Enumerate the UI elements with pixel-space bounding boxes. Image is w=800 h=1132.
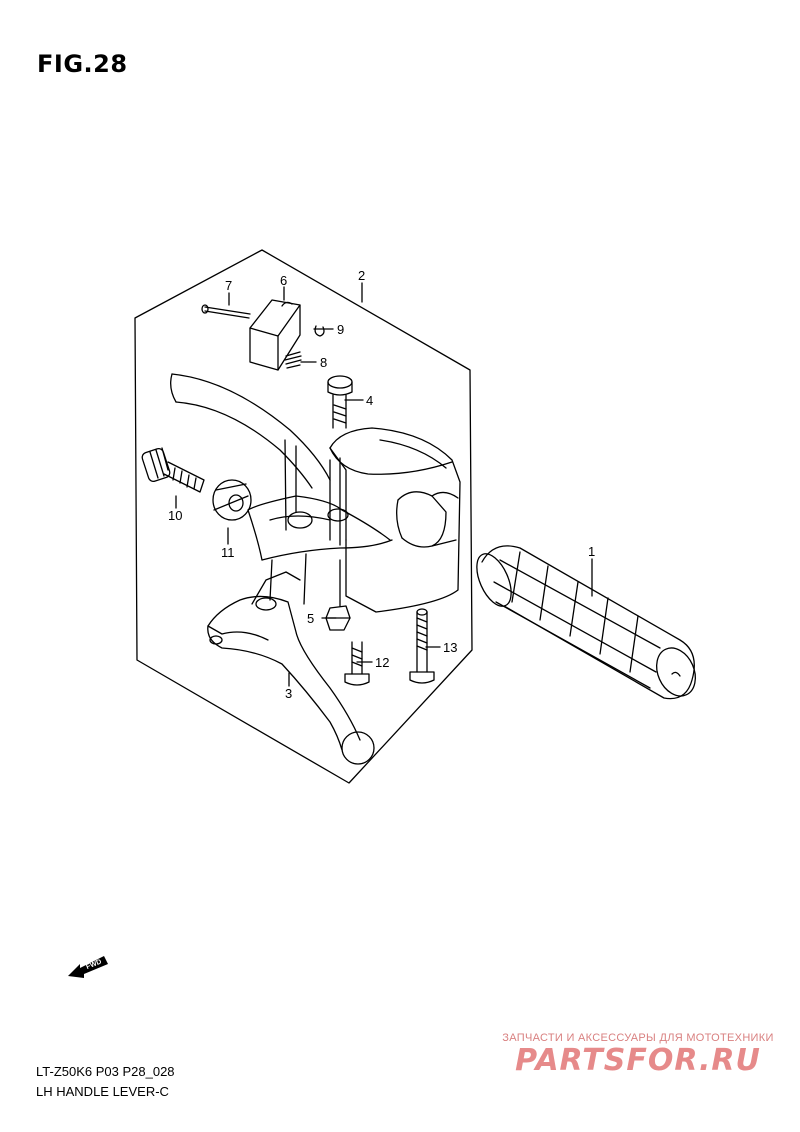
screw-part-12: [344, 641, 370, 686]
figure-title: FIG.28: [37, 50, 128, 78]
lever-housing-part-2: [247, 427, 461, 613]
callout-6: 6: [280, 273, 287, 288]
callout-10: 10: [168, 508, 182, 523]
callout-12: 12: [375, 655, 389, 670]
clutch-cable: [170, 373, 331, 531]
callout-7: 7: [225, 278, 232, 293]
pin-part-7: [201, 304, 251, 319]
lever-part-3: [207, 571, 375, 765]
callout-9: 9: [337, 322, 344, 337]
footer: LT-Z50K6 P03 P28_028 LH HANDLE LEVER-C: [36, 1062, 175, 1102]
callout-8: 8: [320, 355, 327, 370]
holder-part-6: [249, 299, 301, 371]
forward-arrow-icon: FWD: [68, 956, 108, 978]
assembly-outline: [134, 249, 473, 784]
screw-part-13: [409, 608, 435, 684]
callout-11: 11: [221, 545, 235, 560]
callout-1: 1: [588, 544, 595, 559]
figure-caption: LH HANDLE LEVER-C: [36, 1084, 169, 1099]
spring-part-8: [284, 351, 302, 369]
locknut-part-11: [212, 479, 252, 521]
grip-part-1: [476, 545, 696, 700]
watermark: ЗАПЧАСТИ И АКСЕССУАРЫ ДЛЯ МОТОТЕХНИКИ PA…: [488, 1032, 788, 1078]
adjuster-part-10: [141, 447, 205, 493]
callout-3: 3: [285, 686, 292, 701]
callout-4: 4: [366, 393, 373, 408]
callout-13: 13: [443, 640, 457, 655]
callout-2: 2: [358, 268, 365, 283]
watermark-tagline: ЗАПЧАСТИ И АКСЕССУАРЫ ДЛЯ МОТОТЕХНИКИ: [502, 1032, 774, 1044]
bolt-part-4: [327, 375, 353, 429]
callout-5: 5: [307, 611, 314, 626]
clip-part-9: [314, 325, 325, 337]
nut-part-5: [325, 559, 351, 631]
model-code: LT-Z50K6 P03 P28_028: [36, 1064, 175, 1079]
watermark-logo: PARTSFOR.RU: [515, 1043, 761, 1078]
